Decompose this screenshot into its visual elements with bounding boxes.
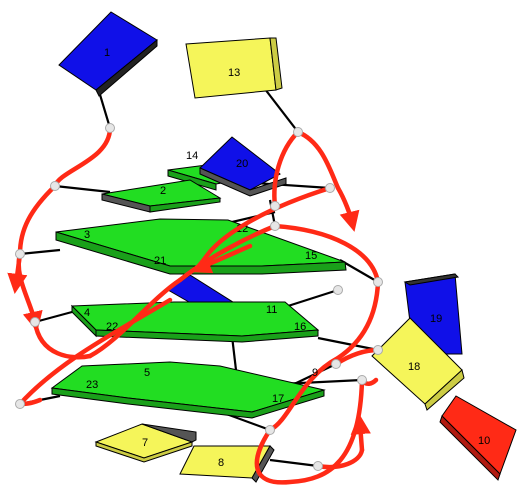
element-18[interactable]: 18	[371, 317, 465, 411]
element-2[interactable]: 2	[101, 179, 222, 213]
label-1: 1	[104, 47, 110, 59]
element-3[interactable]: 3 12 21 15	[55, 218, 347, 275]
element-4[interactable]: 4 22 11 16	[70, 301, 320, 343]
label-2: 2	[160, 185, 166, 197]
label-11: 11	[266, 304, 277, 316]
label-7: 7	[142, 437, 148, 449]
element-1[interactable]: 1	[58, 11, 158, 97]
label-8: 8	[218, 457, 224, 469]
label-21: 21	[154, 255, 166, 267]
junction-nodes	[15, 123, 383, 471]
connection-path	[7, 125, 381, 485]
label-18: 18	[408, 361, 420, 373]
label-3: 3	[84, 229, 90, 241]
element-5[interactable]: 5 23 17	[50, 361, 326, 419]
label-9: 9	[312, 367, 318, 379]
element-13[interactable]: 13	[185, 37, 283, 99]
element-20[interactable]: 20	[199, 136, 287, 197]
element-7[interactable]: 7	[94, 423, 197, 463]
element-10[interactable]: 10	[439, 395, 517, 481]
label-4: 4	[84, 307, 90, 319]
label-10: 10	[478, 435, 490, 447]
label-13: 13	[228, 67, 240, 79]
label-23: 23	[86, 379, 98, 391]
label-15: 15	[305, 250, 317, 262]
label-19: 19	[430, 313, 442, 325]
label-5: 5	[144, 367, 150, 379]
label-14: 14	[186, 150, 198, 162]
label-20: 20	[236, 158, 248, 170]
label-17: 17	[272, 393, 284, 405]
label-16: 16	[294, 321, 306, 333]
